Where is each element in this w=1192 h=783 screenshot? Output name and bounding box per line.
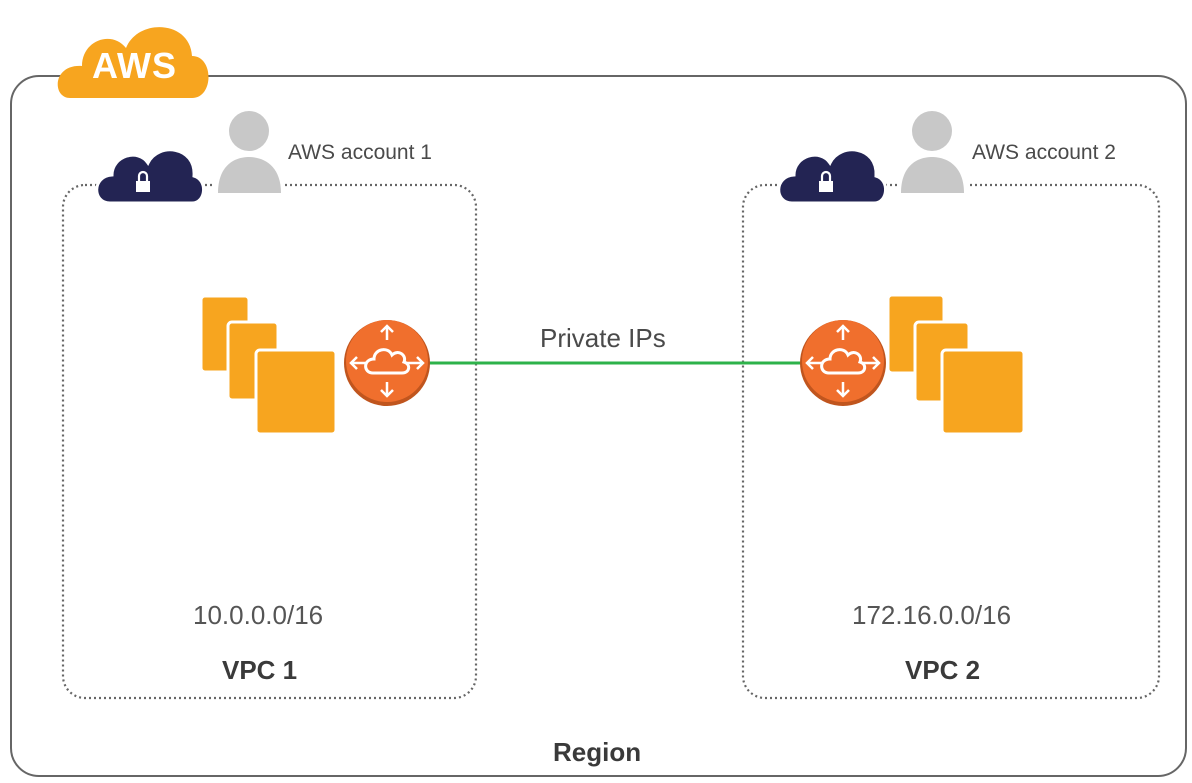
router-icon bbox=[800, 320, 886, 406]
aws-logo-label: AWS bbox=[92, 45, 178, 86]
vpc2-cidr: 172.16.0.0/16 bbox=[852, 600, 1012, 630]
vpc-lock-cloud-icon bbox=[95, 148, 205, 205]
vpc2-name: VPC 2 bbox=[905, 655, 981, 685]
vpc1-cidr: 10.0.0.0/16 bbox=[193, 600, 324, 630]
region-label: Region bbox=[553, 737, 642, 767]
aws-cloud-icon bbox=[57, 27, 209, 98]
vpc1-name: VPC 1 bbox=[222, 655, 298, 685]
vpc1-box bbox=[61, 183, 478, 700]
ec2-instances-icon bbox=[199, 294, 338, 436]
vpc2-account-label: AWS account 2 bbox=[972, 141, 1116, 164]
region-box bbox=[10, 75, 1187, 777]
user-icon bbox=[897, 111, 967, 200]
connection-label: Private IPs bbox=[540, 323, 666, 353]
ec2-instances-icon bbox=[886, 293, 1026, 436]
router-icon bbox=[344, 320, 430, 406]
vpc1-account-label: AWS account 1 bbox=[288, 141, 432, 164]
vpc-lock-cloud-icon bbox=[777, 148, 887, 205]
user-icon bbox=[214, 111, 284, 200]
